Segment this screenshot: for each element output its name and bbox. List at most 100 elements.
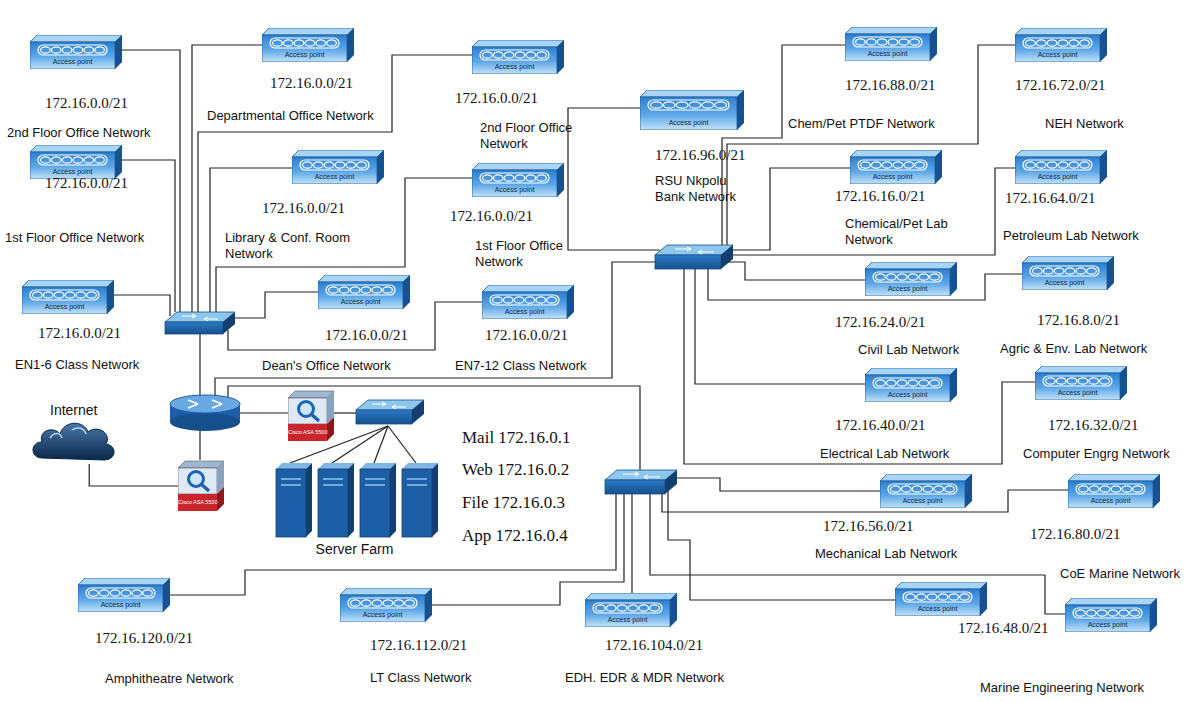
graphic-part: [38, 45, 107, 55]
graphic-part: [865, 368, 957, 375]
subnet-address: 172.16.0.0/21: [262, 200, 345, 217]
graphic-part: [329, 287, 339, 293]
graphic-part: [897, 274, 907, 280]
graphic-part: [1100, 150, 1107, 184]
graphic-part: [1153, 474, 1160, 508]
graphic-part: [663, 102, 675, 108]
graphic-part: [1119, 610, 1129, 616]
graphic-part: [483, 52, 493, 58]
graphic-part: [30, 42, 115, 69]
graphic-part: [1047, 162, 1057, 168]
server-address: File 172.16.0.3: [462, 493, 565, 513]
graphic-part: [347, 28, 354, 62]
graphic-part: [33, 292, 43, 298]
graphic-part: [283, 40, 293, 46]
graphic-part: [721, 245, 733, 269]
device-label: Access point: [482, 308, 567, 316]
graphic-part: [1080, 40, 1090, 46]
subnet-address: 172.16.0.0/21: [325, 327, 408, 344]
device-label: Access point: [895, 605, 980, 613]
graphic-part: [861, 162, 871, 168]
internet-cloud: Internet: [28, 402, 118, 464]
graphic-part: [41, 47, 51, 53]
graphic-part: [1086, 610, 1096, 616]
graphic-part: [432, 463, 438, 537]
graphic-part: [1100, 28, 1107, 62]
graphic-part: [651, 102, 663, 108]
graphic-part: [1036, 162, 1046, 168]
graphic-part: [949, 594, 959, 600]
graphic-part: [648, 100, 729, 110]
graphic-part: [425, 588, 432, 622]
graphic-part: [281, 478, 301, 480]
graphic-part: [377, 150, 384, 184]
graphic-part: [895, 589, 980, 616]
graphic-part: [708, 268, 1022, 300]
graphic-part: [980, 582, 987, 616]
subnet-address: 172.16.8.0/21: [1037, 312, 1120, 329]
graphic-part: [930, 27, 937, 61]
subnet-address: 172.16.48.0/21: [958, 620, 1048, 637]
access-point: Access point172.16.0.0/212nd Floor Offic…: [472, 40, 564, 74]
graphic-part: [76, 292, 86, 298]
graphic-part: [228, 302, 482, 350]
graphic-part: [348, 463, 354, 537]
subnet-address: 172.16.0.0/21: [485, 327, 568, 344]
graphic-part: [240, 412, 288, 413]
subnet-address: 172.16.88.0/21: [845, 77, 935, 94]
device-label: Access point: [1022, 279, 1107, 287]
network-name: Amphitheatre Network: [105, 671, 234, 687]
graphic-part: [1069, 40, 1079, 46]
network-name: Library & Conf. Room Network: [225, 230, 370, 262]
access-point: Access point172.16.0.0/211st Floor Offic…: [472, 163, 564, 197]
graphic-part: [472, 40, 564, 47]
graphic-part: [115, 35, 122, 69]
graphic-part: [316, 40, 326, 46]
graphic-part: [923, 486, 933, 492]
graphic-part: [1068, 474, 1160, 481]
graphic-part: [388, 426, 416, 463]
graphic-part: [30, 152, 115, 179]
graphic-part: [361, 600, 371, 606]
graphic-part: [199, 334, 200, 397]
graphic-part: [876, 274, 886, 280]
graphic-part: [323, 484, 343, 486]
graphic-part: [856, 39, 866, 45]
graphic-part: [318, 282, 403, 309]
graphic-part: [340, 588, 432, 595]
graphic-part: [882, 162, 892, 168]
graphic-part: [1076, 610, 1086, 616]
graphic-part: [865, 269, 950, 296]
graphic-part: [665, 470, 677, 494]
graphic-part: [33, 423, 114, 460]
graphic-part: [930, 380, 940, 386]
switch-icon: [165, 312, 235, 334]
graphic-part: [89, 590, 99, 596]
access-point: Access point172.16.0.0/212nd Floor Offic…: [30, 35, 122, 69]
subnet-address: 172.16.0.0/21: [45, 175, 128, 192]
graphic-part: [1107, 256, 1114, 290]
graphic-part: [472, 47, 557, 74]
graphic-part: [950, 368, 957, 402]
graphic-part: [865, 262, 957, 269]
device-label: Access point: [865, 391, 950, 399]
graphic-part: [904, 162, 914, 168]
firewall: Cisco ASA 5500: [178, 460, 224, 512]
graphic-part: [78, 585, 163, 612]
graphic-part: [639, 605, 649, 611]
graphic-part: [684, 269, 1035, 464]
subnet-address: 172.16.104.0/21: [605, 637, 703, 654]
subnet-address: 172.16.112.0/21: [370, 637, 467, 654]
graphic-part: [1023, 38, 1092, 48]
network-name: Petroleum Lab Network: [1003, 228, 1139, 244]
device-label: Access point: [1068, 497, 1153, 505]
graphic-part: [482, 292, 567, 319]
graphic-part: [41, 157, 51, 163]
graphic-part: [1065, 268, 1075, 274]
graphic-part: [727, 262, 865, 280]
graphic-part: [880, 474, 972, 481]
graphic-part: [490, 295, 559, 305]
graphic-part: [65, 292, 75, 298]
graphic-part: [327, 417, 334, 441]
graphic-part: [178, 461, 224, 468]
